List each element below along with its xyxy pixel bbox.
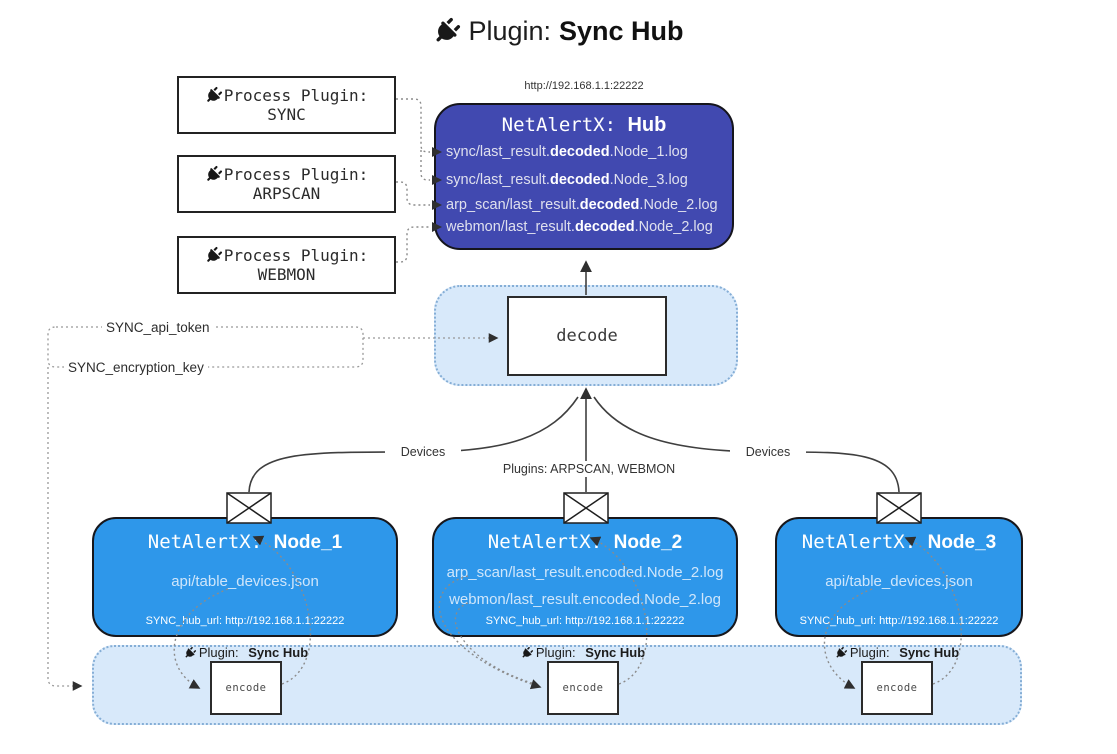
node-box-node2: NetAlertX: Node_2 arp_scan/last_result.e… [432,517,738,637]
node-file: webmon/last_result.encoded.Node_2.log [449,591,721,608]
hub-log-item: sync/last_result.decoded.Node_3.log [446,172,688,188]
encoder-plugin-label: Plugin: Sync Hub [797,645,997,660]
node-box-node1: NetAlertX: Node_1 api/table_devices.json… [92,517,398,637]
node-file: api/table_devices.json [825,573,973,590]
encode-box: encode [210,661,282,715]
node-file: api/table_devices.json [171,573,319,590]
plug-icon [835,646,847,659]
plug-icon [205,246,222,264]
hub-node: NetAlertX: Hub sync/last_result.decoded.… [434,103,734,250]
encoder-plugin-label: Plugin: Sync Hub [146,645,346,660]
node-title: NetAlertX: Node_2 [487,531,683,553]
decode-box: decode [507,296,667,376]
plug-icon [521,646,533,659]
process-plugin-name: SYNC [267,105,306,124]
hub-log-item: arp_scan/last_result.decoded.Node_2.log [446,197,718,213]
encoder-plugin-label: Plugin: Sync Hub [483,645,683,660]
hub-url-label: http://192.168.1.1:22222 [524,80,644,92]
hub-title-name: Hub [627,114,667,136]
node-hub-url: SYNC_hub_url: http://192.168.1.1:22222 [145,615,345,627]
process-plugin-label: Process Plugin: [223,246,369,265]
node-hub-url: SYNC_hub_url: http://192.168.1.1:22222 [485,615,685,627]
process-plugin-name: ARPSCAN [252,184,321,203]
plug-icon [205,165,222,183]
process-plugin-label: Process Plugin: [223,165,369,184]
node-hub-url: SYNC_hub_url: http://192.168.1.1:22222 [799,615,999,627]
plug-icon [184,646,196,659]
plug-icon [205,86,222,104]
node-title: NetAlertX: Node_1 [147,531,343,553]
hub-title-prefix: NetAlertX: [501,114,617,136]
node-file: arp_scan/last_result.encoded.Node_2.log [446,564,724,581]
process-plugin-box-webmon: Process Plugin: WEBMON [177,236,396,294]
hub-title: NetAlertX: Hub [436,114,732,137]
process-plugin-box-sync: Process Plugin: SYNC [177,76,396,134]
process-plugin-name: WEBMON [257,265,316,284]
process-plugin-box-arpscan: Process Plugin: ARPSCAN [177,155,396,213]
node-box-node3: NetAlertX: Node_3 api/table_devices.json… [775,517,1023,637]
hub-log-item: webmon/last_result.decoded.Node_2.log [446,219,713,235]
encode-box: encode [861,661,933,715]
encode-box: encode [547,661,619,715]
node-title: NetAlertX: Node_3 [801,531,997,553]
hub-log-item: sync/last_result.decoded.Node_1.log [446,144,688,160]
process-plugin-label: Process Plugin: [223,86,369,105]
